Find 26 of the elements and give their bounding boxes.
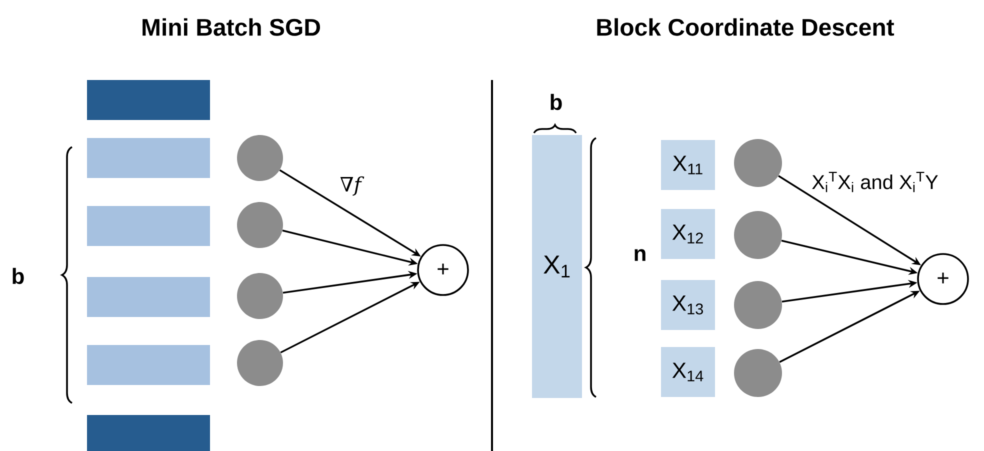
unit-circle bbox=[734, 349, 782, 397]
unit-circle bbox=[237, 135, 283, 181]
unit-circle bbox=[734, 211, 782, 259]
panel-title: Mini Batch SGD bbox=[142, 18, 320, 36]
unit-circle bbox=[237, 273, 283, 319]
brace-label: n bbox=[634, 249, 646, 261]
data-bar: X$_{12}$ bbox=[661, 209, 715, 259]
edge-label: X$_{i}$$^{T}$X$_{i}$ and X$_{i}$$^{T}$Y bbox=[812, 172, 938, 192]
unit-circle bbox=[734, 281, 782, 329]
data-bar: X$_{1}$ bbox=[532, 135, 582, 398]
brace-label: b bbox=[550, 94, 562, 110]
data-bar bbox=[87, 415, 210, 451]
data-bar bbox=[87, 345, 210, 385]
data-bar bbox=[87, 80, 210, 120]
unit-circle bbox=[734, 139, 782, 187]
unit-circle bbox=[237, 202, 283, 248]
brace-label: b bbox=[12, 268, 24, 284]
data-bar: X$_{14}$ bbox=[661, 347, 715, 397]
data-bar: X$_{11}$ bbox=[661, 140, 715, 190]
data-bar bbox=[87, 206, 210, 246]
data-bar bbox=[87, 138, 210, 178]
data-bar: X$_{13}$ bbox=[661, 280, 715, 330]
unit-circle bbox=[237, 340, 283, 386]
panel-title: Block Coordinate Descent bbox=[597, 18, 894, 36]
data-bar bbox=[87, 277, 210, 317]
edge-label: ∇f bbox=[340, 176, 364, 196]
